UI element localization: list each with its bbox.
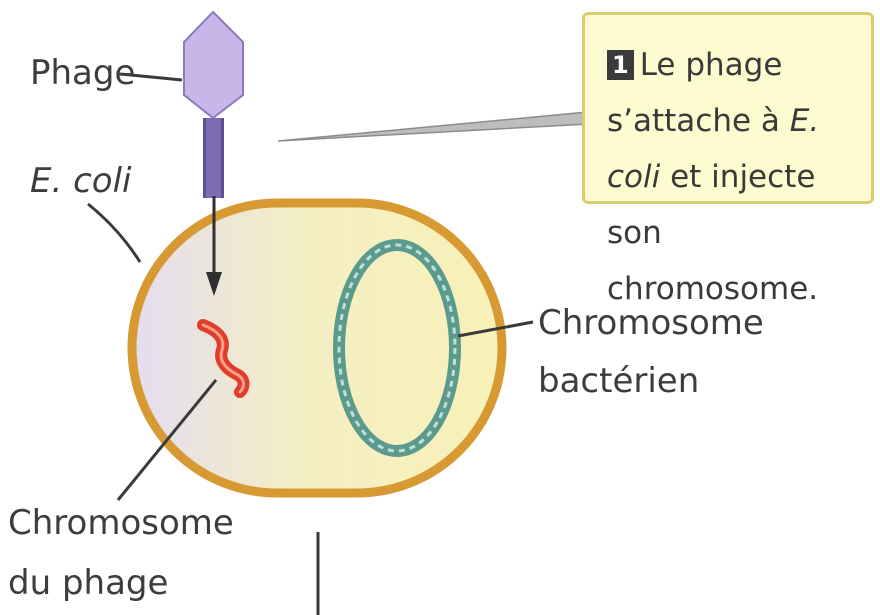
ecoli-cell: [132, 203, 502, 493]
ecoli-leader-line: [88, 204, 140, 262]
phage-chromosome-label-line2: du phage: [8, 560, 168, 606]
callout-text-part1: Le phage s’attache à: [607, 47, 790, 139]
phage-tail: [206, 118, 221, 198]
callout-pointer: [278, 112, 588, 141]
phage-label: Phage: [30, 50, 135, 96]
bacterial-chromosome-label-line2: bactérien: [538, 358, 699, 404]
step-number-badge: 1: [607, 50, 634, 80]
phage-head: [184, 12, 243, 118]
ecoli-label: E. coli: [30, 158, 132, 204]
phage: [184, 12, 243, 198]
phage-chromosome-label-line1: Chromosome: [8, 500, 234, 546]
